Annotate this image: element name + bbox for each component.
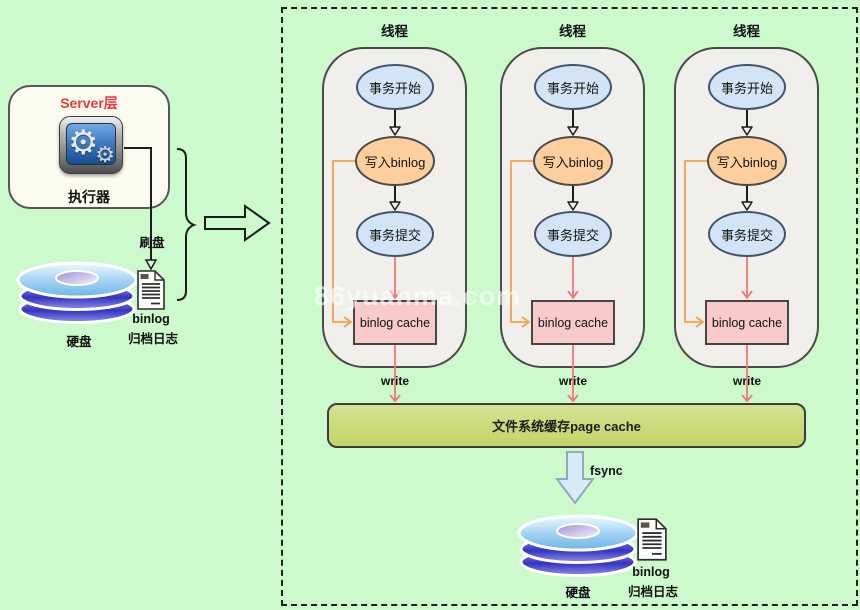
- disk-label: 硬盘: [66, 335, 92, 349]
- server-layer-box: Server层 ⚙ ⚙ 执行器: [8, 85, 170, 209]
- write-label: write: [732, 374, 761, 388]
- thread-title: 线程: [381, 24, 408, 39]
- executor-screen: ⚙ ⚙: [66, 123, 116, 165]
- thread-column-3: 线程 事务开始 写入binlog 事务提交 binlog cache write: [674, 0, 819, 400]
- thread-column-1: 线程 事务开始 写入binlog 事务提交 binlog cache write: [322, 0, 467, 400]
- node-transaction-commit: 事务提交: [356, 211, 434, 257]
- binlog-label: binlog: [632, 565, 670, 579]
- curly-brace-icon: [176, 148, 197, 301]
- flow-right-arrow-icon: [204, 204, 271, 242]
- disk-label: 硬盘: [565, 586, 591, 600]
- node-transaction-commit: 事务提交: [708, 211, 786, 257]
- node-write-binlog: 写入binlog: [533, 136, 613, 186]
- binlog-cache-box: binlog cache: [705, 300, 789, 345]
- thread-title: 线程: [559, 24, 586, 39]
- write-label: write: [558, 374, 587, 388]
- node-transaction-start: 事务开始: [534, 64, 612, 110]
- page-cache-label: 文件系统缓存page cache: [492, 419, 641, 434]
- node-transaction-start: 事务开始: [708, 64, 786, 110]
- binlog-cache-box: binlog cache: [531, 300, 615, 345]
- executor-label: 执行器: [68, 189, 110, 205]
- document-icon: [137, 270, 165, 310]
- flush-disk-label: 刷盘: [139, 236, 165, 250]
- node-transaction-commit: 事务提交: [534, 211, 612, 257]
- gear-icon: ⚙: [68, 124, 99, 162]
- write-label: write: [380, 374, 409, 388]
- binlog-label: binlog: [132, 312, 170, 326]
- node-transaction-start: 事务开始: [356, 64, 434, 110]
- node-write-binlog: 写入binlog: [355, 136, 435, 186]
- page-cache-bar: 文件系统缓存page cache: [327, 403, 806, 448]
- document-icon: [637, 518, 667, 561]
- fsync-label: fsync: [590, 464, 623, 478]
- thread-title: 线程: [733, 24, 760, 39]
- archive-log-label: 归档日志: [627, 585, 678, 599]
- thread-column-2: 线程 事务开始 写入binlog 事务提交 binlog cache write: [500, 0, 645, 400]
- server-layer-title: Server层: [60, 95, 118, 111]
- archive-log-label: 归档日志: [127, 332, 178, 346]
- gear-icon: ⚙: [95, 142, 115, 165]
- thread-group-frame: [281, 7, 858, 606]
- executor-app-icon: ⚙ ⚙: [59, 116, 123, 174]
- node-write-binlog: 写入binlog: [707, 136, 787, 186]
- watermark: 86yuanma.com: [314, 281, 522, 311]
